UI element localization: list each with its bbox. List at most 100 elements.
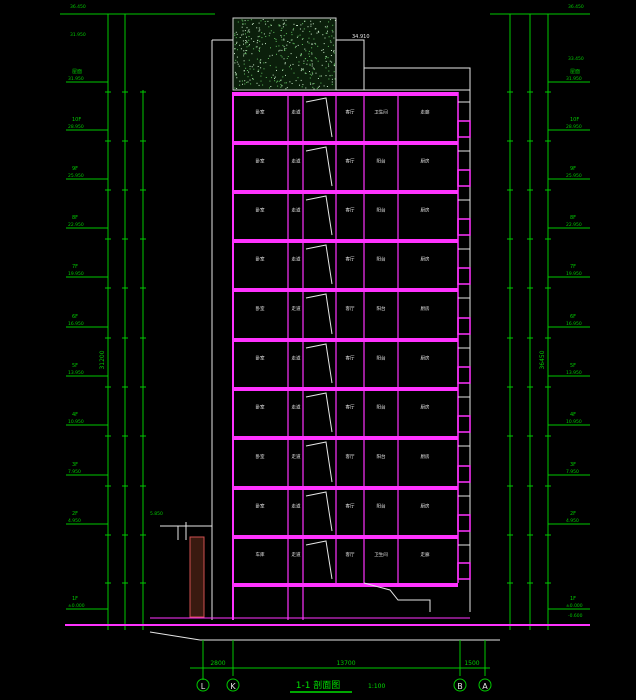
- left-total-dim: 31200: [99, 350, 106, 369]
- extra-elevation: -0.600: [568, 613, 583, 619]
- floor-slab: [233, 387, 458, 391]
- room-label: 卫生间: [374, 109, 388, 116]
- floor-elev-left: 4.950: [68, 518, 81, 524]
- floor-slab: [233, 535, 458, 539]
- room-label: 阳台: [377, 355, 386, 362]
- floor-elev-left: ±0.000: [68, 603, 85, 609]
- room-label: 阳台: [377, 503, 386, 510]
- floor-name-left: 2F: [72, 511, 78, 517]
- room-label: 走道: [292, 503, 301, 510]
- room-label: 走道: [292, 355, 301, 362]
- axis-label-l: L: [201, 682, 206, 691]
- room-label: 客厅: [346, 109, 355, 116]
- room-label: 厨房: [421, 305, 430, 312]
- room-label: 卧室: [256, 355, 265, 362]
- room-label: 走道: [292, 207, 301, 214]
- room-label: 客厅: [346, 503, 355, 510]
- room-label: 卧室: [256, 256, 265, 263]
- floor-elev-left: 19.950: [68, 271, 84, 277]
- floor-elev-right: 10.950: [566, 419, 582, 425]
- room-label: 走道: [292, 256, 301, 263]
- axis-bubbles: [196, 678, 492, 692]
- floor-elev-left: 28.950: [68, 124, 84, 130]
- room-label: 客厅: [346, 551, 355, 558]
- room-label: 厨房: [421, 503, 430, 510]
- roof-planting-block: [232, 17, 337, 91]
- room-label: 客厅: [346, 453, 355, 460]
- floor-elev-right: 4.950: [566, 518, 579, 524]
- floor-slab: [233, 239, 458, 243]
- floor-slab: [233, 583, 458, 587]
- floor-name-right: 6F: [570, 314, 576, 320]
- floor-name-right: 2F: [570, 511, 576, 517]
- floor-name-right: 8F: [570, 215, 576, 221]
- floor-name-right: 9F: [570, 166, 576, 172]
- ground-line: [65, 617, 590, 641]
- extra-elevation: 36.450: [70, 4, 86, 10]
- entrance-canopy: [160, 522, 212, 618]
- room-label: 卧室: [256, 404, 265, 411]
- axis-bubble-b: [453, 678, 467, 692]
- axis-label-a: A: [482, 682, 488, 691]
- room-label: 阳台: [377, 158, 386, 165]
- room-label: 走道: [292, 158, 301, 165]
- dim-left: 2800: [210, 660, 225, 667]
- floor-name-left: 3F: [72, 462, 78, 468]
- room-label: 走廊: [421, 109, 430, 116]
- floor-slab: [233, 141, 458, 145]
- room-label: 客厅: [346, 256, 355, 263]
- floor-name-right: 屋面: [570, 69, 580, 75]
- room-label: 阳台: [377, 404, 386, 411]
- room-label: 走道: [292, 404, 301, 411]
- floor-name-right: 1F: [570, 596, 576, 602]
- floor-elev-left: 13.950: [68, 370, 84, 376]
- floor-slab: [233, 486, 458, 490]
- right-dimension-lines: [490, 13, 590, 630]
- axis-label-k: K: [230, 682, 236, 691]
- room-label: 阳台: [377, 207, 386, 214]
- room-label: 走廊: [421, 551, 430, 558]
- floor-name-right: 7F: [570, 264, 576, 270]
- floor-name-left: 1F: [72, 596, 78, 602]
- floor-elev-left: 25.950: [68, 173, 84, 179]
- floor-elev-left: 16.950: [68, 321, 84, 327]
- floor-name-left: 9F: [72, 166, 78, 172]
- extra-elevation: 31.950: [70, 32, 86, 38]
- room-label: 车库: [256, 551, 265, 558]
- floor-name-left: 10F: [72, 117, 81, 123]
- room-label: 厨房: [421, 404, 430, 411]
- room-label: 走道: [292, 453, 301, 460]
- axis-bubble-l: [196, 678, 210, 692]
- floor-name-right: 10F: [570, 117, 579, 123]
- floor-elev-left: 10.950: [68, 419, 84, 425]
- room-label: 客厅: [346, 207, 355, 214]
- floor-elev-left: 22.950: [68, 222, 84, 228]
- room-label: 卧室: [256, 158, 265, 165]
- room-label: 卫生间: [374, 551, 388, 558]
- floor-name-left: 屋面: [72, 69, 82, 75]
- room-label: 客厅: [346, 404, 355, 411]
- floor-elev-right: 28.950: [566, 124, 582, 130]
- floor-slab: [233, 436, 458, 440]
- floor-elev-right: 19.950: [566, 271, 582, 277]
- right-total-dim: 36450: [539, 350, 546, 369]
- floor-slab: [233, 338, 458, 342]
- dim-right: 1500: [464, 660, 479, 667]
- drawing-scale: 1:100: [368, 683, 385, 690]
- axis-bubble-a: [478, 678, 492, 692]
- axis-label-b: B: [457, 682, 463, 691]
- room-label: 阳台: [377, 256, 386, 263]
- floor-elev-right: 7.950: [566, 469, 579, 475]
- extra-elevation: 33.450: [568, 56, 584, 62]
- room-label: 厨房: [421, 355, 430, 362]
- bottom-dimension-lines: [190, 640, 490, 680]
- floor-name-left: 5F: [72, 363, 78, 369]
- floor-name-left: 7F: [72, 264, 78, 270]
- room-label: 厨房: [421, 158, 430, 165]
- extra-elevation: 36.450: [568, 4, 584, 10]
- floor-elev-left: 7.950: [68, 469, 81, 475]
- room-label: 客厅: [346, 355, 355, 362]
- room-label: 阳台: [377, 305, 386, 312]
- floor-slab: [233, 92, 458, 96]
- room-label: 厨房: [421, 207, 430, 214]
